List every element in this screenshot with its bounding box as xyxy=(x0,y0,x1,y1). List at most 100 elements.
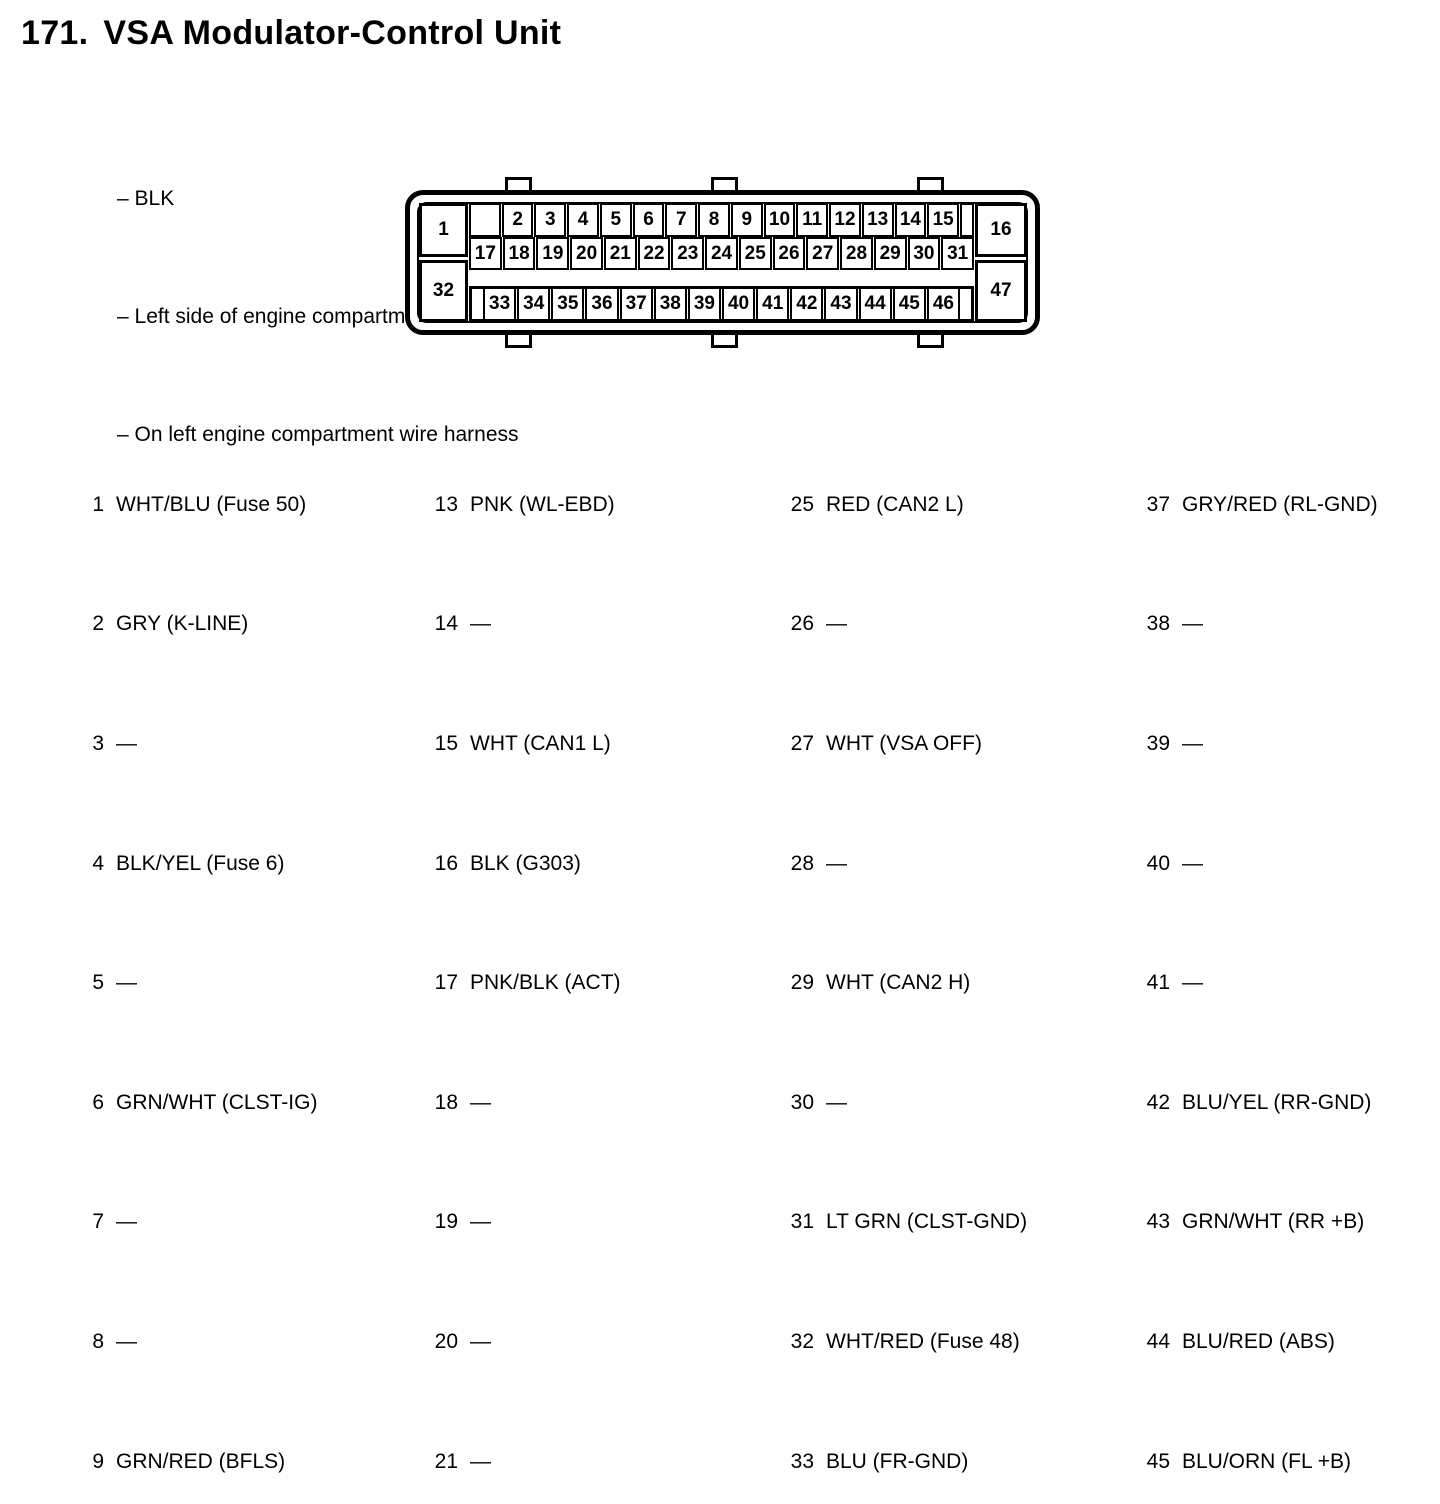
connector-pin-cell xyxy=(469,203,501,237)
pin-description: — xyxy=(1182,971,1203,995)
pin-description: — xyxy=(116,1330,137,1353)
pin-list-row: 3 — xyxy=(66,729,317,759)
pin-list-row: 38 — xyxy=(1132,609,1378,639)
pin-number: 38 xyxy=(1146,612,1170,636)
pin-list-row: 40 — xyxy=(1132,849,1378,879)
pin-number: 14 xyxy=(434,612,458,636)
pin-description: WHT (CAN1 L) xyxy=(470,731,611,755)
pin-description: WHT (VSA OFF) xyxy=(826,731,982,755)
pin-list-row: 43 GRN/WHT (RR +B) xyxy=(1132,1207,1378,1237)
connector-pin-cell: 30 xyxy=(907,237,941,270)
pin-list-row: 14 — xyxy=(420,609,621,639)
connector-pin-cell: 41 xyxy=(756,289,790,319)
pin-list-row: 6 GRN/WHT (CLST-IG) xyxy=(66,1088,317,1118)
connector-pin-cell: 12 xyxy=(829,203,861,237)
connector-pin-cell: 37 xyxy=(619,289,653,319)
pin-number: 29 xyxy=(790,971,814,995)
connector-diagram: 1 16 32 47 2 3 4 5 6 7 8 9 xyxy=(405,177,1040,348)
note-line: – BLK xyxy=(117,187,175,210)
connector-pin-cell: 4 xyxy=(567,203,599,237)
connector-pin-cell: 20 xyxy=(570,237,603,270)
pin-description: LT GRN (CLST-GND) xyxy=(826,1210,1028,1234)
pin-description: GRN/WHT (CLST-IG) xyxy=(116,1090,318,1114)
pin-list-row: 45 BLU/ORN (FL +B) xyxy=(1132,1447,1378,1477)
location-notes: – BLK – Left side of engine compartment … xyxy=(117,66,519,509)
connector-pin-cell: 5 xyxy=(599,203,632,237)
pin-number: 6 xyxy=(92,1090,104,1114)
connector-pin-cell: 46 xyxy=(926,289,960,319)
pin-description: BLU/YEL (RR-GND) xyxy=(1182,1090,1372,1114)
pin-number: 21 xyxy=(434,1449,458,1473)
connector-pin-cell: 23 xyxy=(671,237,705,270)
pin-number: 25 xyxy=(790,492,814,516)
connector-pin-cell: 25 xyxy=(738,237,772,270)
connector-pin-cell: 8 xyxy=(698,203,730,237)
connector-pin-cell: 27 xyxy=(806,237,840,270)
connector-pin-cell: 31 xyxy=(941,237,975,270)
pin-list-row: 5 — xyxy=(66,968,317,998)
pin-number: 28 xyxy=(790,851,814,875)
pin-list-row: 44 BLU/RED (ABS) xyxy=(1132,1327,1378,1357)
pin-description: GRY (K-LINE) xyxy=(116,612,249,636)
pin-description: — xyxy=(1182,731,1203,755)
pin-number: 39 xyxy=(1146,731,1170,755)
pin-number: 17 xyxy=(434,971,458,995)
pin-description: — xyxy=(470,1330,491,1353)
pin-number: 43 xyxy=(1146,1210,1170,1234)
pin-list-row: 39 — xyxy=(1132,729,1378,759)
connector-key-tab xyxy=(505,177,532,191)
pin-list-row: 28 — xyxy=(776,849,1027,879)
pin-number: 26 xyxy=(790,612,814,636)
connector-pin-cell: 39 xyxy=(687,289,721,319)
pin-description: BLK/YEL (Fuse 6) xyxy=(116,851,285,875)
pin-list-row: 30 — xyxy=(776,1088,1027,1118)
connector-pin-cell: 36 xyxy=(585,289,619,319)
pin-number: 15 xyxy=(434,731,458,755)
pin-cell-32: 32 xyxy=(419,260,468,322)
pin-list-row: 1 WHT/BLU (Fuse 50) xyxy=(66,490,317,520)
pin-number: 19 xyxy=(434,1210,458,1234)
connector-key-tab xyxy=(711,177,738,191)
connector-pin-cell: 45 xyxy=(892,289,926,319)
pin-number: 18 xyxy=(434,1090,458,1114)
pin-number: 9 xyxy=(92,1449,104,1473)
connector-pin-cell: 7 xyxy=(665,203,698,237)
pin-description: — xyxy=(470,1210,491,1234)
pin-list-row: 37 GRY/RED (RL-GND) xyxy=(1132,490,1378,520)
pin-list-column-3: 25 RED (CAN2 L) 26 — 27 WHT (VSA OFF) 28… xyxy=(776,370,1027,1504)
pin-description: GRN/RED (BFLS) xyxy=(116,1449,286,1473)
pin-list-row: 21 — xyxy=(420,1447,621,1477)
connector-pin-cell: 15 xyxy=(927,203,960,237)
connector-pin-cell: 13 xyxy=(861,203,894,237)
pin-description: RED (CAN2 L) xyxy=(826,492,964,516)
pin-number: 44 xyxy=(1146,1330,1170,1353)
pin-description: BLK (G303) xyxy=(470,851,581,875)
connector-row-bottom: 33 34 35 36 37 38 39 40 41 42 43 44 xyxy=(469,286,974,322)
connector-pin-cell: 29 xyxy=(873,237,907,270)
pin-list-row: 20 — xyxy=(420,1327,621,1357)
pin-description: — xyxy=(826,1090,847,1114)
pin-description: GRN/WHT (RR +B) xyxy=(1182,1210,1365,1234)
pin-list-column-1: 1 WHT/BLU (Fuse 50) 2 GRY (K-LINE) 3 — 4… xyxy=(66,370,317,1504)
pin-cell-1: 1 xyxy=(419,203,468,257)
pin-description: — xyxy=(470,1449,491,1473)
connector-pin-cell: 22 xyxy=(637,237,671,270)
connector-pin-cell: 11 xyxy=(796,203,829,237)
connector-pin-cell: 33 xyxy=(483,289,517,319)
pin-list-row: 32 WHT/RED (Fuse 48) xyxy=(776,1327,1027,1357)
pin-number: 32 xyxy=(790,1330,814,1353)
pin-description: — xyxy=(470,612,491,636)
pin-description: — xyxy=(116,1210,137,1234)
pin-list-row: 42 BLU/YEL (RR-GND) xyxy=(1132,1088,1378,1118)
pin-description: — xyxy=(826,851,847,875)
pin-number: 40 xyxy=(1146,851,1170,875)
connector-pin-cell: 38 xyxy=(653,289,687,319)
pin-cell-47: 47 xyxy=(975,260,1027,322)
connector-pin-cell: 14 xyxy=(894,203,927,237)
pin-number: 1 xyxy=(92,492,104,516)
pin-number: 27 xyxy=(790,731,814,755)
pin-description: WHT/RED (Fuse 48) xyxy=(826,1330,1020,1353)
pin-list-row: 17 PNK/BLK (ACT) xyxy=(420,968,621,998)
pin-list-column-2: 13 PNK (WL-EBD) 14 — 15 WHT (CAN1 L) 16 … xyxy=(420,370,621,1504)
pin-list-row: 15 WHT (CAN1 L) xyxy=(420,729,621,759)
